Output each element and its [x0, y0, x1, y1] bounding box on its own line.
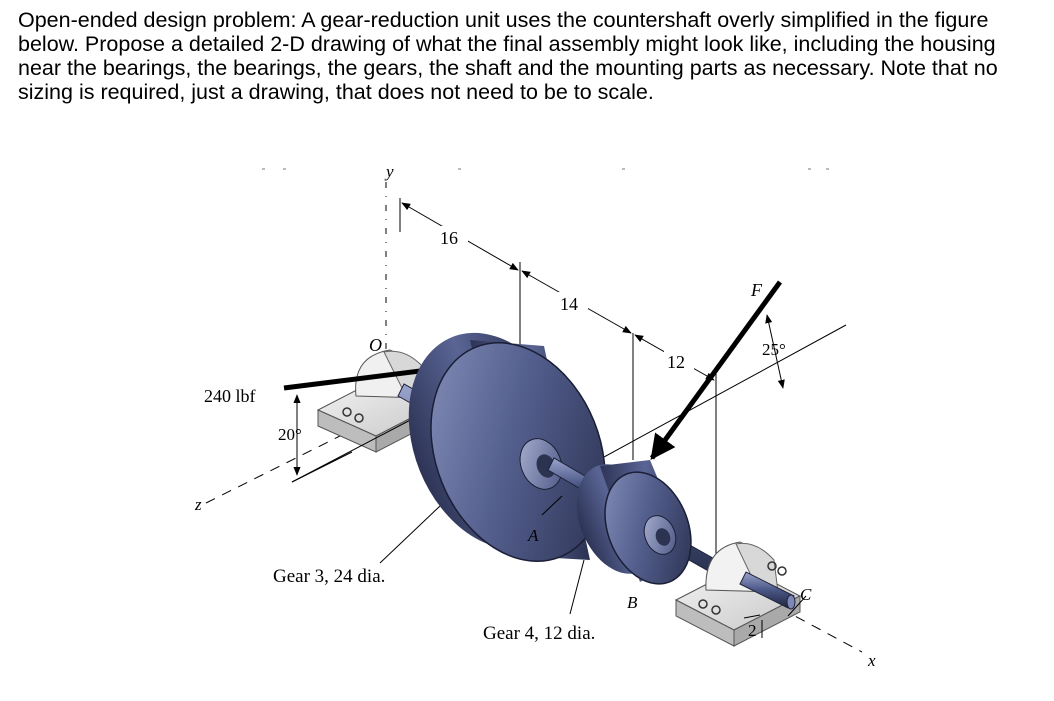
force-F-label: F	[750, 280, 763, 300]
point-C-label: C	[800, 585, 812, 604]
point-A-label: A	[527, 526, 539, 545]
angle-25-label: 25°	[762, 340, 786, 359]
z-axis-label: z	[194, 495, 202, 514]
scan-artifacts	[262, 168, 829, 170]
gear-4	[576, 460, 692, 585]
gear-3-face	[430, 342, 606, 562]
gear-4-label: Gear 4, 12 dia.	[483, 623, 595, 644]
angle-20-label: 20°	[278, 425, 302, 444]
right-bearing-block	[674, 541, 802, 647]
angle-25-construction	[559, 314, 847, 482]
point-B-label: B	[627, 593, 638, 612]
dim-14-label: 14	[560, 294, 578, 314]
dim-2-label: 2	[748, 621, 757, 640]
origin-label: O	[369, 335, 382, 355]
dim-16-label: 16	[440, 228, 458, 248]
x-axis-label: x	[867, 651, 876, 670]
force-240-label: 240 lbf	[204, 386, 256, 406]
angle-20-construction	[291, 394, 419, 483]
gear-3	[408, 332, 606, 562]
leader-lines	[379, 495, 807, 619]
y-axis-label: y	[384, 162, 394, 181]
x-axis-line	[779, 607, 863, 653]
force-F-arrow	[649, 280, 783, 461]
gear-3-label: Gear 3, 24 dia.	[273, 566, 385, 587]
shaft-end	[739, 571, 795, 609]
dim-12-label: 12	[667, 352, 685, 372]
problem-statement: Open-ended design problem: A gear-reduct…	[18, 8, 998, 104]
angle-25-arc-arrows	[765, 314, 785, 389]
